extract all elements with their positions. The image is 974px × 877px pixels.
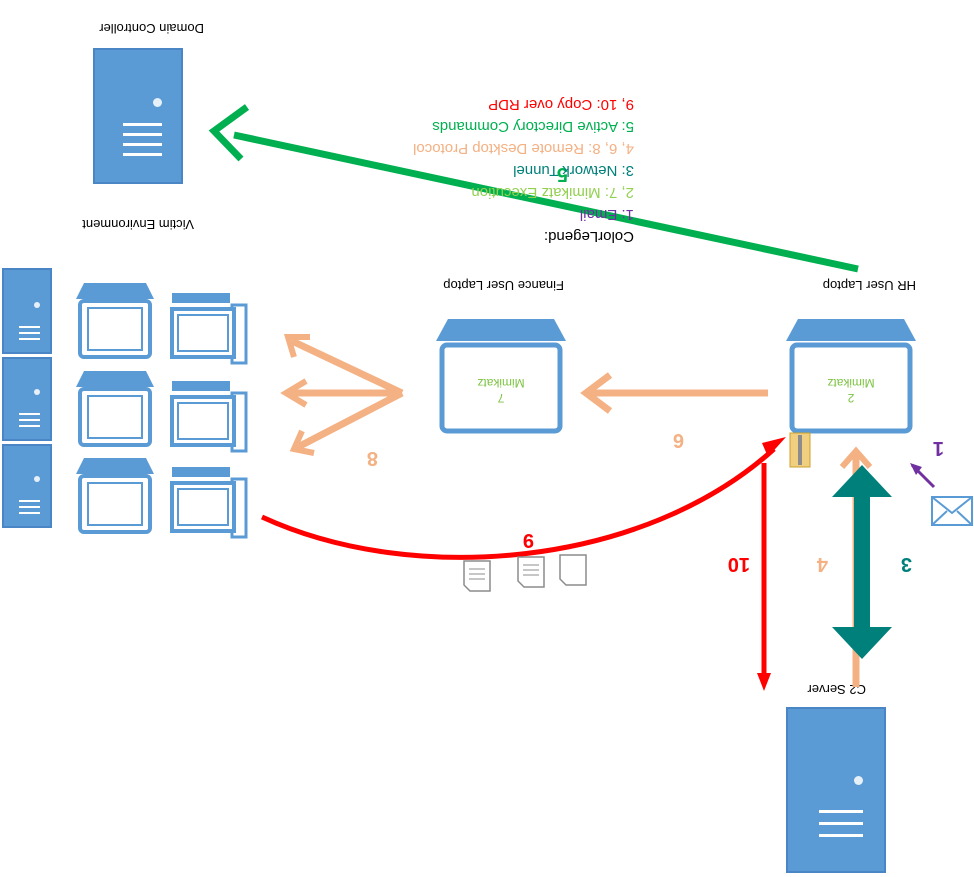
step-3-label: 3 bbox=[900, 553, 912, 575]
arrow-step-1 bbox=[910, 463, 936, 489]
arrow-step-9 bbox=[260, 437, 786, 560]
step-8-label: 8 bbox=[366, 447, 378, 469]
arrow-step-5 bbox=[208, 104, 859, 273]
desktop-icon bbox=[170, 293, 248, 365]
step-1-label: 1 bbox=[932, 437, 944, 459]
legend-item: 1: Email bbox=[579, 206, 634, 223]
arrow-step-3 bbox=[832, 465, 892, 659]
legend-title: ColorLegend: bbox=[543, 228, 634, 245]
laptop-icon bbox=[76, 371, 154, 447]
color-legend: ColorLegend: 1: Email 2, 7: Mimikatz Exe… bbox=[413, 93, 634, 247]
laptop-icon bbox=[76, 283, 154, 359]
legend-item: 2, 7: Mimikatz Execution bbox=[471, 184, 634, 201]
desktop-icon bbox=[170, 467, 248, 539]
legend-item: 5: Active Directory Commands bbox=[432, 118, 634, 135]
zip-folder-icon bbox=[789, 432, 811, 468]
envelope-icon bbox=[931, 496, 973, 526]
legend-item: 9, 10: Copy over RDP bbox=[488, 96, 634, 113]
legend-item: 3: Network Tunnel bbox=[513, 162, 634, 179]
document-icon bbox=[517, 556, 545, 588]
document-icon bbox=[463, 560, 491, 592]
document-icon bbox=[559, 554, 587, 586]
step-9-label: 9 bbox=[522, 529, 534, 551]
desktop-icon bbox=[170, 381, 248, 453]
hr-laptop-icon: 2 Mimikatz bbox=[786, 317, 916, 437]
laptop-icon bbox=[76, 458, 154, 534]
arrow-step-6 bbox=[580, 372, 768, 414]
legend-item: 4, 6, 8: Remote Desktop Protocol bbox=[413, 140, 634, 157]
arrow-step-8 bbox=[280, 334, 404, 456]
step-4-label: 4 bbox=[816, 553, 828, 575]
step-6-label: 6 bbox=[672, 429, 684, 451]
arrow-step-10 bbox=[757, 463, 771, 691]
step-10-label: 10 bbox=[727, 553, 750, 575]
finance-laptop-icon: 7 Mimikatz bbox=[436, 317, 566, 437]
